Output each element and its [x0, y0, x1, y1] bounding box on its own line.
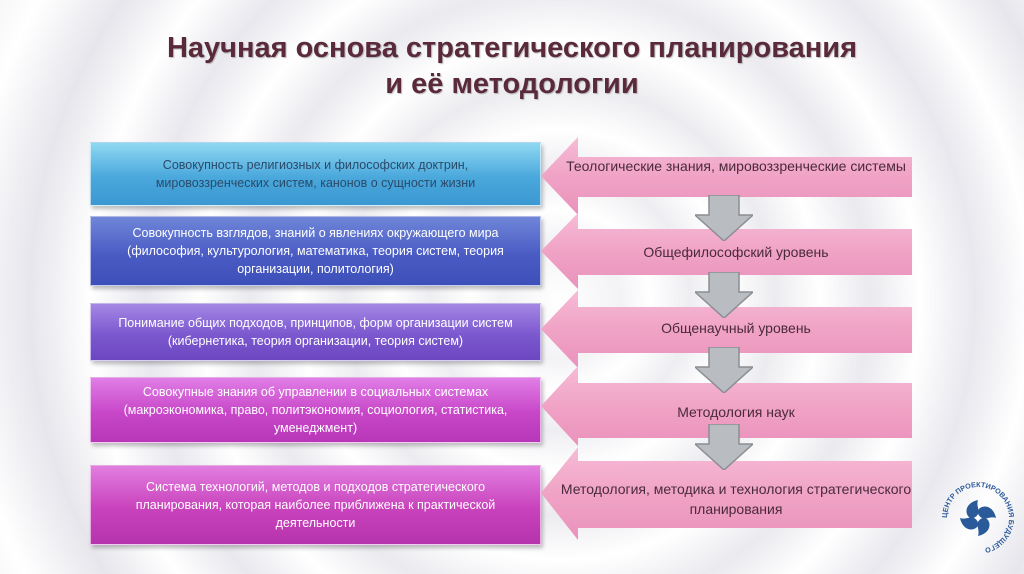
down-arrow-icon	[695, 424, 753, 470]
level-general-scientific: Общенаучный уровень	[661, 320, 811, 336]
level-theological: Теологические знания, мировоззренческие …	[566, 158, 906, 174]
pink-arrow-1	[541, 137, 912, 215]
level-strategic-planning: Методология, методика и технология страт…	[560, 481, 912, 517]
level-methodology-sciences: Методология наук	[677, 404, 795, 420]
logo-text: ЦЕНТР ПРОЕКТИРОВАНИЯ БУДУЩЕГО	[940, 480, 1016, 555]
left-box-general-science: Понимание общих подходов, принципов, фор…	[90, 303, 541, 361]
center-logo-icon: ЦЕНТР ПРОЕКТИРОВАНИЯ БУДУЩЕГО	[940, 480, 1016, 555]
down-arrow-icon	[695, 272, 753, 318]
title-line-2: и её методологии	[385, 68, 639, 100]
left-box-theology: Совокупность религиозных и философских д…	[90, 142, 541, 206]
title-line-1: Научная основа стратегического планирова…	[166, 32, 858, 64]
left-box-strategic-planning: Система технологий, методов и подходов с…	[90, 465, 541, 545]
pink-arrow-4	[541, 366, 912, 446]
pink-arrow-3	[541, 290, 912, 368]
left-box-science-methodology: Совокупные знания об управлении в социал…	[90, 377, 541, 443]
down-arrow-icon	[695, 195, 753, 241]
down-arrow-icon	[695, 347, 753, 393]
pink-arrow-2	[541, 213, 912, 289]
page-title: Научная основа стратегического планирова…	[0, 30, 1024, 102]
left-box-philosophy: Совокупность взглядов, знаний о явлениях…	[90, 216, 541, 286]
svg-text:ЦЕНТР ПРОЕКТИРОВАНИЯ БУДУЩЕГО: ЦЕНТР ПРОЕКТИРОВАНИЯ БУДУЩЕГО	[940, 480, 1016, 555]
level-philosophical: Общефилософский уровень	[643, 244, 829, 260]
pink-arrow-5	[541, 447, 912, 540]
